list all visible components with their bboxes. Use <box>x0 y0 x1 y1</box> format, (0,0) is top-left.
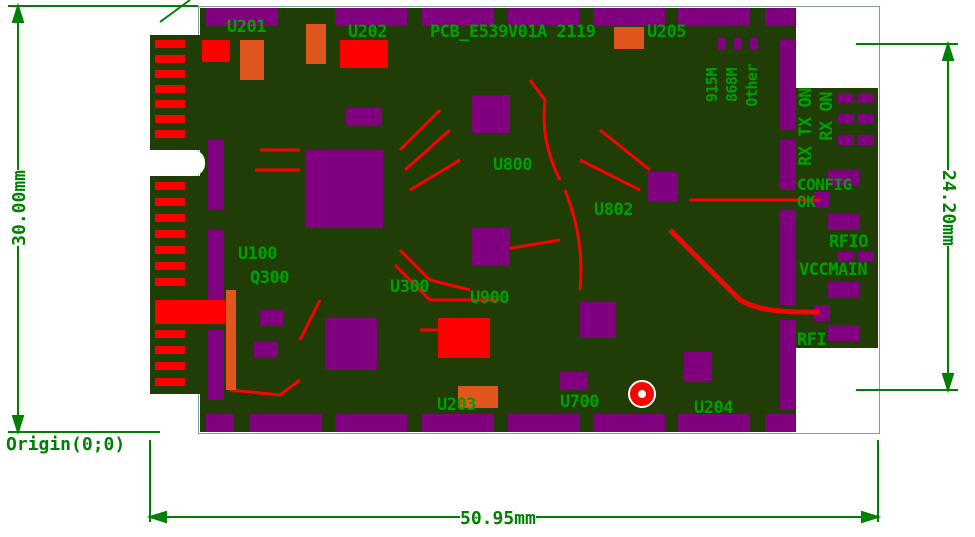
pour-u203-out <box>458 386 498 408</box>
label-u203: U203 <box>437 395 476 415</box>
ic-u100 <box>305 150 383 228</box>
pour-u202-pad <box>340 40 388 68</box>
label-rfio: RFIO <box>829 232 868 252</box>
label-u300: U300 <box>390 277 429 297</box>
pour-c201 <box>240 40 264 80</box>
origin-label: Origin(0;0) <box>6 434 126 455</box>
label-u202: U202 <box>348 22 387 42</box>
height-dimension: 30.00mm <box>9 170 30 246</box>
pour-u203 <box>438 318 490 358</box>
label-u800: U800 <box>493 155 532 175</box>
label-vccmain: VCCMAIN <box>799 260 868 280</box>
width-dimension: 50.95mm <box>460 508 536 529</box>
pour-left <box>226 290 236 390</box>
ic-u800 <box>472 95 510 133</box>
label-u802: U802 <box>594 200 633 220</box>
label-u700: U700 <box>560 392 599 412</box>
pour-u201 <box>202 40 230 62</box>
ic-c204 <box>346 108 382 126</box>
ic-u802 <box>648 172 678 202</box>
label-rfi: RFI <box>797 330 827 350</box>
label-u100: U100 <box>238 244 277 264</box>
board-title: PCB_E539V01A 2119 <box>430 22 596 42</box>
ic-u900 <box>472 228 510 266</box>
label-u205: U205 <box>647 22 686 42</box>
ic-u700 <box>580 302 616 338</box>
ic-u204 <box>684 352 712 382</box>
connector-notch <box>150 150 205 176</box>
pour-u205 <box>614 27 644 49</box>
label-config-ok: CONFIG OK <box>797 175 852 211</box>
ic-u300 <box>325 318 377 370</box>
inner-height-dimension: 24.20mm <box>938 170 959 246</box>
label-u900: U900 <box>470 288 509 308</box>
label-q300: Q300 <box>250 268 289 288</box>
label-u201: U201 <box>227 17 266 37</box>
pour-u202 <box>306 24 326 64</box>
label-u204: U204 <box>694 398 733 418</box>
ic-l707 <box>560 372 588 390</box>
